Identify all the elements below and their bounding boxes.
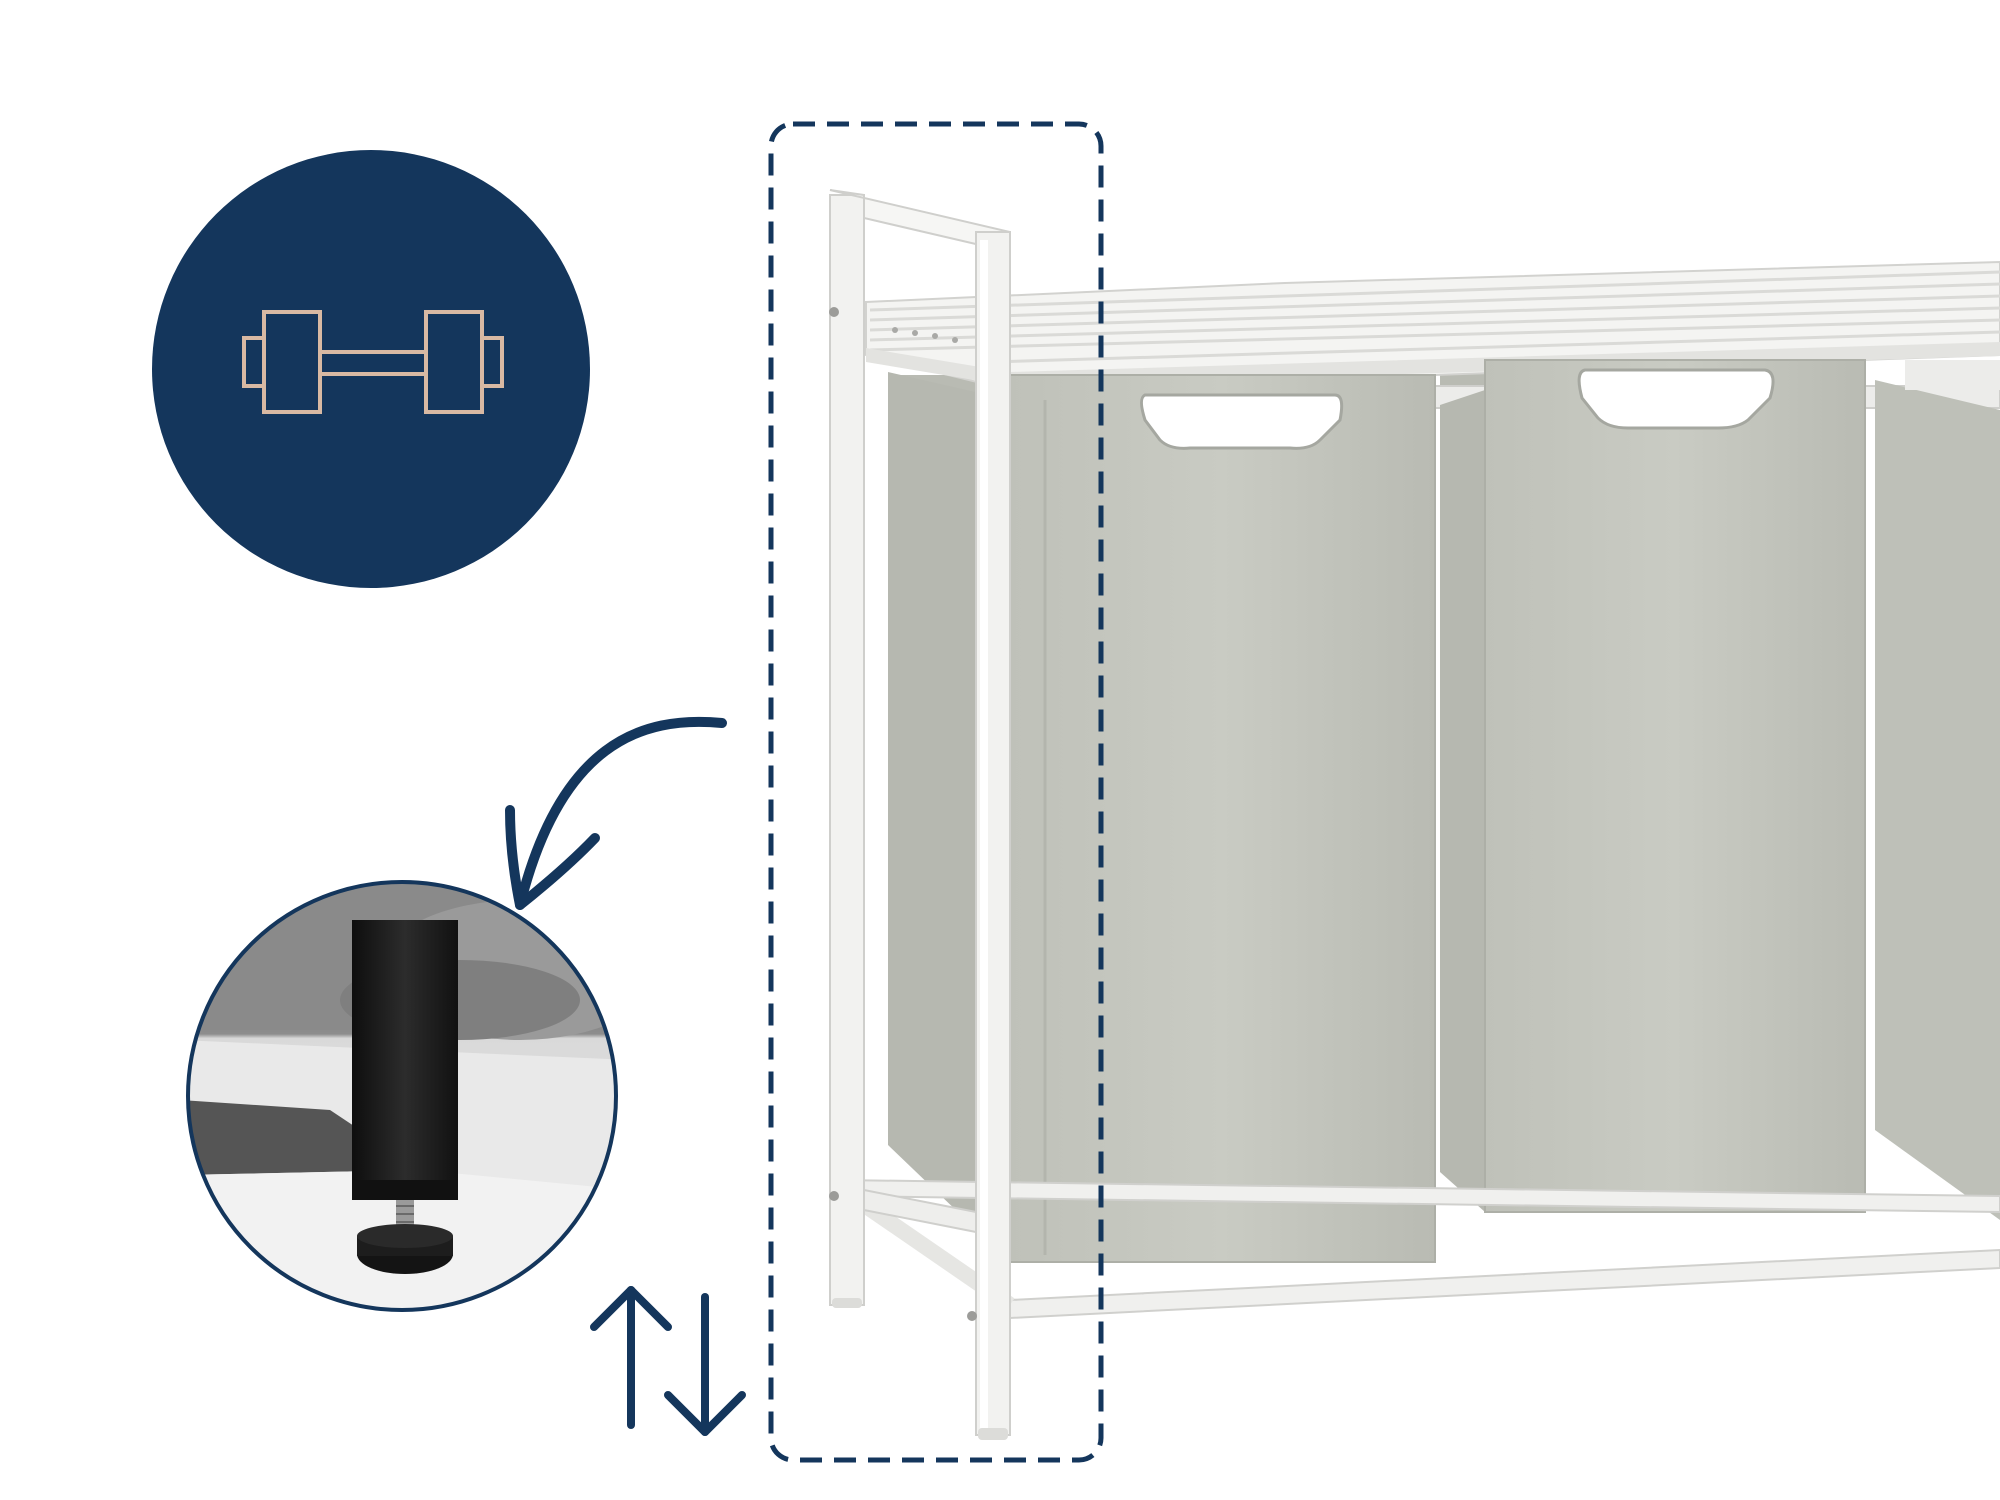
up-down-arrows-icon bbox=[590, 1286, 746, 1436]
laundry-bag-left bbox=[888, 372, 1436, 1263]
adjustable-foot-inset bbox=[186, 880, 618, 1312]
feature-badge bbox=[152, 150, 590, 588]
laundry-bag-right bbox=[1875, 360, 2000, 1220]
curved-arrow-icon bbox=[505, 716, 727, 910]
dumbbell-icon bbox=[242, 310, 504, 414]
laundry-bag-middle bbox=[1440, 359, 1866, 1213]
highlight-dashed-frame bbox=[768, 121, 1104, 1463]
steel-leg bbox=[352, 920, 458, 1200]
laundry-sorter bbox=[829, 189, 2000, 1440]
side-frame-left bbox=[829, 189, 1011, 1440]
